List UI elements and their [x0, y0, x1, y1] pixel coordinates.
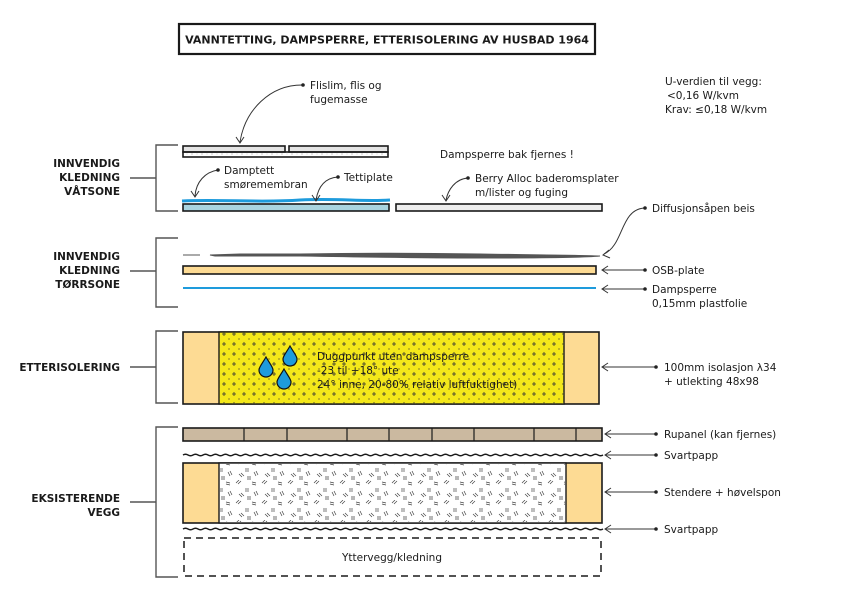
insulation-block	[182, 331, 600, 405]
tarpaper-1-label: Svartpapp	[664, 450, 719, 462]
insulation-label-1: 100mm isolasjon λ34	[664, 362, 777, 374]
berry-alloc-label-2: m/lister og fuging	[475, 187, 568, 199]
berry-alloc-label-1: Berry Alloc baderomsplater	[475, 173, 619, 185]
tettiplate-leader	[315, 176, 339, 201]
stain-layer	[183, 252, 601, 259]
tarpaper-2-label: Svartpapp	[664, 524, 719, 536]
stain-leader	[603, 207, 645, 255]
vapor-removed-note: Dampsperre bak fjernes !	[440, 149, 574, 161]
tiles-label-1: Flislim, flis og	[310, 80, 382, 92]
bracket-wet	[130, 144, 178, 212]
u-value-result: <0,16 W/kvm	[667, 90, 739, 102]
vapor-barrier-label-2: 0,15mm plastfolie	[652, 298, 747, 310]
tiles-label-2: fugemasse	[310, 94, 368, 106]
stud-wall	[182, 462, 603, 524]
section-label-wet: INNVENDIG KLEDNING VÅTSONE	[53, 158, 120, 198]
section-label-dry: INNVENDIG KLEDNING TØRRSONE	[53, 251, 120, 291]
svg-text:KLEDNING: KLEDNING	[59, 265, 120, 277]
panel-label: Rupanel (kan fjernes)	[664, 429, 776, 441]
tile-layer	[182, 145, 389, 158]
svg-text:INNVENDIG: INNVENDIG	[53, 158, 120, 170]
bracket-existing	[130, 426, 178, 578]
stain-label: Diffusjonsåpen beis	[652, 202, 755, 215]
dewpoint-label-2: -23 til +18° ute	[317, 365, 399, 377]
membrane-layer	[181, 197, 391, 203]
u-value-requirement: Krav: ≤0,18 W/kvm	[665, 104, 767, 116]
bracket-insulation	[130, 330, 178, 404]
tiles-leader	[239, 84, 303, 143]
water-drop-icons	[258, 344, 298, 390]
water-drop-icon	[258, 355, 274, 378]
tettiplate-label: Tettiplate	[343, 172, 393, 184]
berry-alloc-leader	[445, 177, 469, 201]
vapor-barrier-label-1: Dampsperre	[652, 284, 717, 296]
svg-text:VEGG: VEGG	[87, 507, 120, 519]
svg-text:EKSISTERENDE: EKSISTERENDE	[31, 493, 120, 505]
dewpoint-label-1: Duggpunkt uten dampsperre	[317, 351, 469, 363]
bracket-dry	[130, 237, 178, 308]
osb-label: OSB-plate	[652, 265, 705, 277]
tiles-arrowhead	[235, 136, 245, 144]
panel-boards	[182, 427, 603, 442]
tarpaper-layer-1	[182, 453, 604, 457]
membrane-leader	[194, 169, 219, 197]
membrane-label-2: smøremembran	[224, 179, 308, 191]
exterior-cladding-outline	[183, 537, 602, 577]
svg-text:TØRRSONE: TØRRSONE	[55, 279, 120, 291]
u-value-heading: U-verdien til vegg:	[665, 76, 762, 88]
tettiplate-layer	[182, 203, 390, 212]
svg-text:ETTERISOLERING: ETTERISOLERING	[19, 362, 120, 374]
title-box	[177, 22, 597, 56]
dewpoint-label-3: 24° inne, 20-80% relativ luftfuktighet)	[317, 379, 517, 391]
svg-text:VÅTSONE: VÅTSONE	[64, 185, 120, 198]
section-label-insulation: ETTERISOLERING	[19, 362, 120, 374]
water-drop-icon	[282, 344, 298, 367]
membrane-label-1: Damptett	[224, 165, 274, 177]
insulation-label-2: + utlekting 48x98	[664, 376, 759, 388]
svg-text:KLEDNING: KLEDNING	[59, 172, 120, 184]
tarpaper-layer-2	[182, 527, 604, 531]
water-drop-icon	[276, 367, 292, 390]
osb-plate	[182, 265, 597, 275]
section-label-existing: EKSISTERENDE VEGG	[31, 493, 120, 519]
studs-label: Stendere + høvelspon	[664, 487, 781, 499]
exterior-label: Yttervegg/kledning	[341, 552, 442, 564]
svg-text:INNVENDIG: INNVENDIG	[53, 251, 120, 263]
berry-alloc-panel	[395, 203, 603, 212]
diagram-title: VANNTETTING, DAMPSPERRE, ETTERISOLERING …	[185, 34, 589, 47]
